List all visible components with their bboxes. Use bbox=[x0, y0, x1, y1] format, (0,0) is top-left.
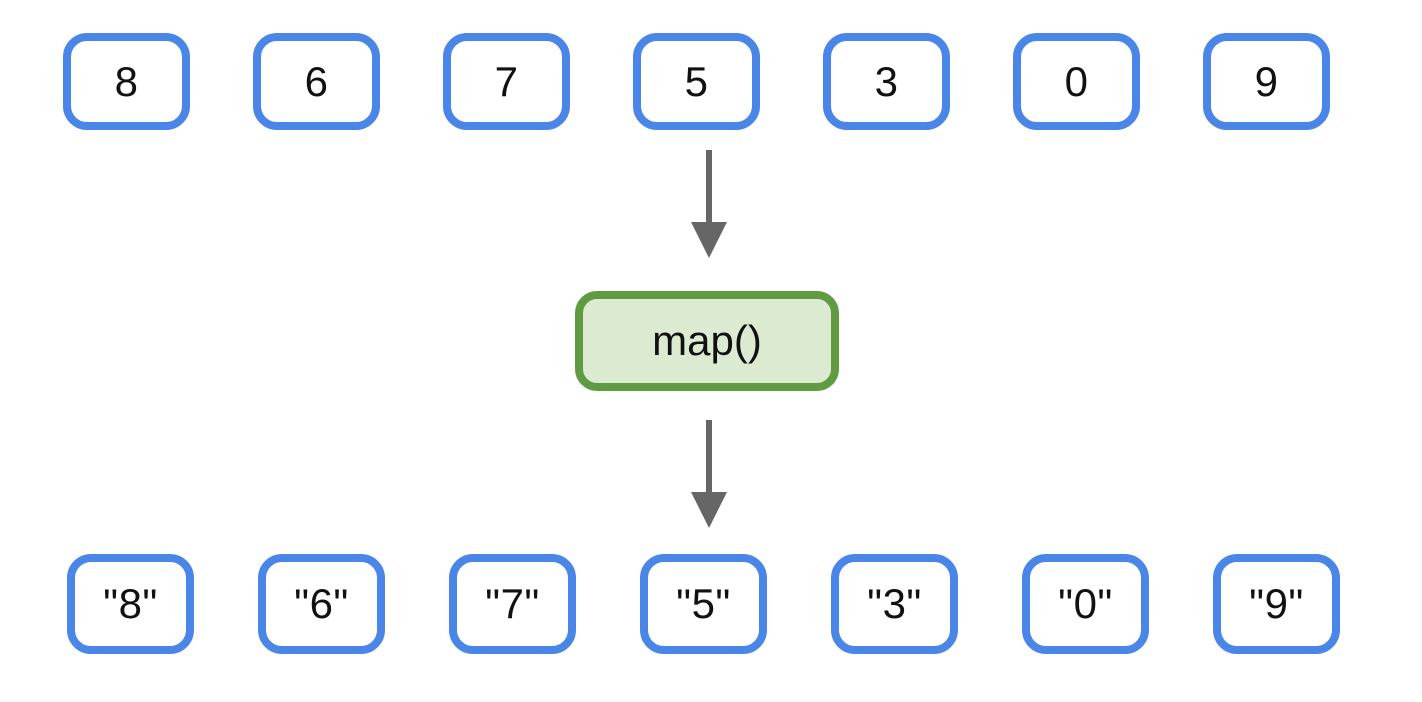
input-box: 5 bbox=[633, 33, 760, 130]
map-function-box: map() bbox=[575, 291, 839, 391]
input-value: 9 bbox=[1254, 57, 1279, 105]
output-value: "9" bbox=[1249, 580, 1304, 627]
output-row: "8" "6" "7" "5" "3" "0" "9" bbox=[67, 554, 1340, 654]
output-box: "7" bbox=[449, 554, 576, 654]
arrow-down-icon bbox=[691, 150, 727, 258]
input-value: 5 bbox=[684, 57, 709, 105]
input-box: 7 bbox=[443, 33, 570, 130]
input-value: 0 bbox=[1064, 57, 1089, 105]
input-box: 6 bbox=[253, 33, 380, 130]
output-box: "6" bbox=[258, 554, 385, 654]
output-value: "3" bbox=[867, 580, 922, 627]
input-value: 8 bbox=[114, 57, 139, 105]
input-box: 3 bbox=[823, 33, 950, 130]
output-value: "7" bbox=[485, 580, 540, 627]
output-box: "5" bbox=[640, 554, 767, 654]
output-value: "6" bbox=[294, 580, 349, 627]
output-box: "9" bbox=[1213, 554, 1340, 654]
input-value: 6 bbox=[304, 57, 329, 105]
input-box: 0 bbox=[1013, 33, 1140, 130]
input-value: 3 bbox=[874, 57, 899, 105]
output-value: "5" bbox=[676, 580, 731, 627]
input-value: 7 bbox=[494, 57, 519, 105]
input-box: 8 bbox=[63, 33, 190, 130]
input-row: 8 6 7 5 3 0 9 bbox=[63, 33, 1330, 130]
output-value: "8" bbox=[103, 580, 158, 627]
output-box: "8" bbox=[67, 554, 194, 654]
output-box: "3" bbox=[831, 554, 958, 654]
output-value: "0" bbox=[1058, 580, 1113, 627]
output-box: "0" bbox=[1022, 554, 1149, 654]
map-function-label: map() bbox=[652, 317, 762, 364]
input-box: 9 bbox=[1203, 33, 1330, 130]
arrow-down-icon bbox=[691, 420, 727, 528]
